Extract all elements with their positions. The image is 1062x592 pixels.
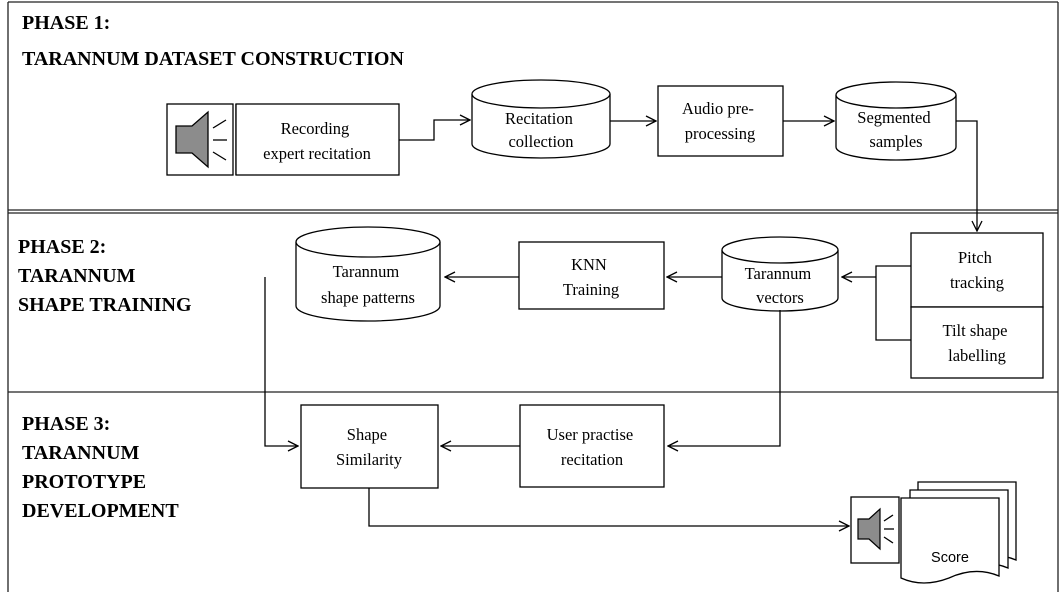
recording-node: Recording expert recitation	[235, 103, 400, 176]
segmented-samples-node: Segmented samples	[835, 81, 957, 161]
pitch-tracking-label: Pitch tracking	[950, 248, 1004, 292]
connector-pitch-tilt	[875, 265, 911, 341]
shape-similarity-label: Shape Similarity	[336, 425, 403, 469]
recitation-collection-node: Recitation collection	[471, 79, 611, 159]
arrow-similarity-to-score	[368, 488, 849, 526]
pitch-tracking-node: Pitch tracking	[910, 232, 1044, 308]
tilt-shape-labelling-label: Tilt shape labelling	[942, 321, 1011, 365]
phase-1-title: PHASE 1: TARANNUM DATASET CONSTRUCTION	[22, 12, 404, 70]
recitation-collection-label: Recitation collection	[505, 109, 577, 151]
arrow-segmented-to-pitch	[956, 120, 977, 231]
arrow-recording-to-collection	[399, 120, 470, 141]
arrow-vectors-to-practise	[668, 310, 781, 446]
audio-preprocessing-label: Audio pre- processing	[682, 99, 758, 143]
speaker-icon	[166, 103, 237, 176]
tarannum-shape-patterns-label: Tarannum shape patterns	[321, 262, 415, 307]
score-document-icon: Score	[900, 481, 1017, 584]
user-practise-recitation-node: User practise recitation	[519, 404, 665, 488]
recording-label: Recording expert recitation	[263, 119, 371, 163]
tarannum-vectors-label: Tarannum vectors	[745, 264, 816, 307]
score-speaker-icon	[850, 496, 900, 564]
audio-preprocessing-node: Audio pre- processing	[657, 85, 784, 157]
knn-training-node: KNN Training	[518, 241, 665, 310]
phase-2-title: PHASE 2: TARANNUM SHAPE TRAINING	[18, 236, 192, 316]
phase-3-title: PHASE 3: TARANNUM PROTOTYPE DEVELOPMENT	[22, 413, 179, 522]
phase-frame	[7, 1, 1059, 592]
shape-similarity-node: Shape Similarity	[300, 404, 439, 489]
tarannum-shape-patterns-node: Tarannum shape patterns	[295, 226, 441, 322]
user-practise-recitation-label: User practise recitation	[547, 425, 638, 469]
tilt-shape-labelling-node: Tilt shape labelling	[910, 306, 1044, 379]
segmented-samples-label: Segmented samples	[857, 108, 934, 151]
knn-training-label: KNN Training	[563, 255, 619, 299]
arrow-patterns-to-similarity	[264, 277, 298, 446]
score-label: Score	[931, 550, 969, 566]
tarannum-vectors-node: Tarannum vectors	[721, 236, 839, 312]
